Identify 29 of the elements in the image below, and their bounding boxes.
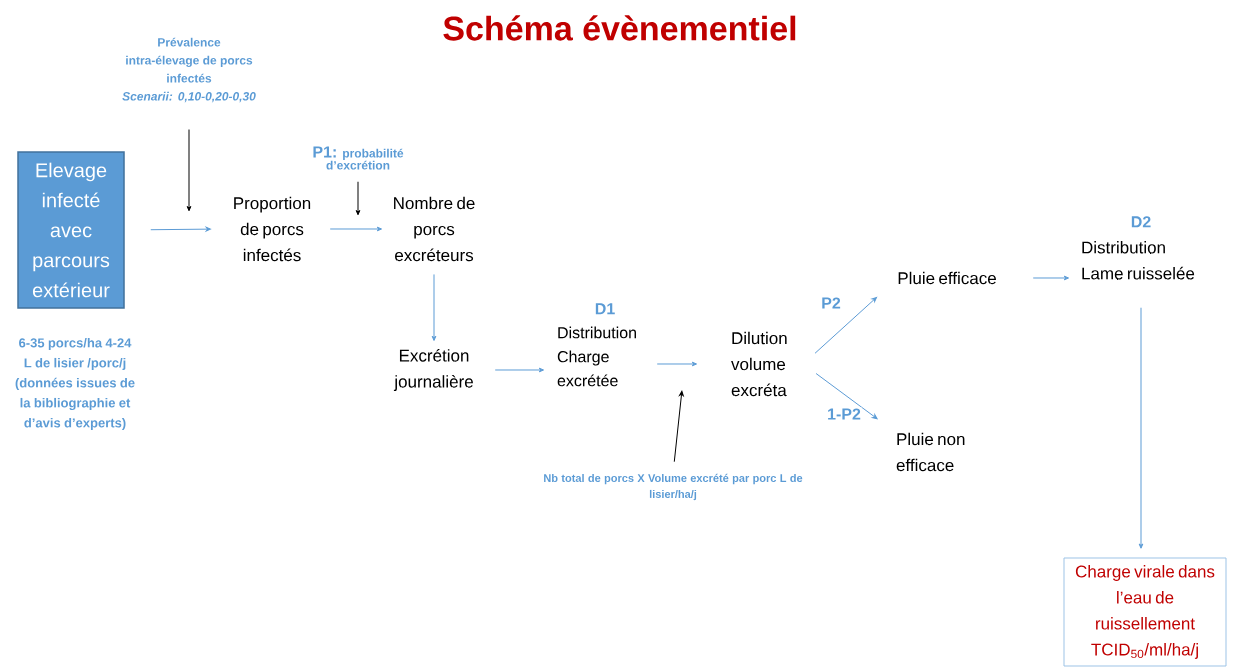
arrow: [355, 181, 361, 216]
edge-label: P2: [820, 296, 842, 310]
arrow: [656, 361, 698, 367]
result-box: Charge virale dans l’eau de ruissellement TCID$_{50}$/ml/ha/j: [1063, 557, 1227, 667]
arrow: [494, 367, 545, 373]
step-text: Excrétion journalière: [393, 348, 473, 391]
step-text: D2 Distribution Lame ruisselée: [1082, 216, 1195, 280]
arrow: [815, 373, 878, 420]
arrow: [673, 390, 684, 463]
title: Schéma évènementiel: [443, 15, 796, 41]
step-text: Dilution volume excréta: [731, 331, 787, 397]
step-text: Pluie efficace: [898, 271, 996, 285]
probability-note: P1: probabilité d’excrétion: [313, 146, 404, 170]
arrow: [186, 129, 192, 212]
arrow: [1138, 307, 1144, 549]
edge-label: 1-P2: [826, 407, 862, 421]
arrow: [329, 226, 383, 232]
arrow: [814, 296, 878, 354]
source-note: 6-35 porcs/ha 4-24 L de lisier /porc/j (données issues de la bibliographie et d’avis d’experts): [15, 337, 135, 431]
arrow: [1032, 275, 1070, 281]
step-text: Nombre de porcs excréteurs: [394, 196, 475, 262]
step-text: Pluie non efficace: [896, 432, 965, 472]
step-text: Proportion de porcs infectés: [234, 196, 311, 262]
input-note: Prévalence intra-élevage de porcs infectés Scenarii: 0,10-0,20-0,30: [122, 37, 256, 103]
step-text: D1 Distribution Charge excrétée: [557, 303, 636, 387]
input-note: Nb total de porcs X Volume excrété par porc L de lisier/ha/j: [544, 473, 803, 501]
arrow: [150, 226, 212, 232]
process-box: Elevage infecté avec parcours extérieur: [17, 151, 125, 309]
arrow: [431, 273, 437, 341]
